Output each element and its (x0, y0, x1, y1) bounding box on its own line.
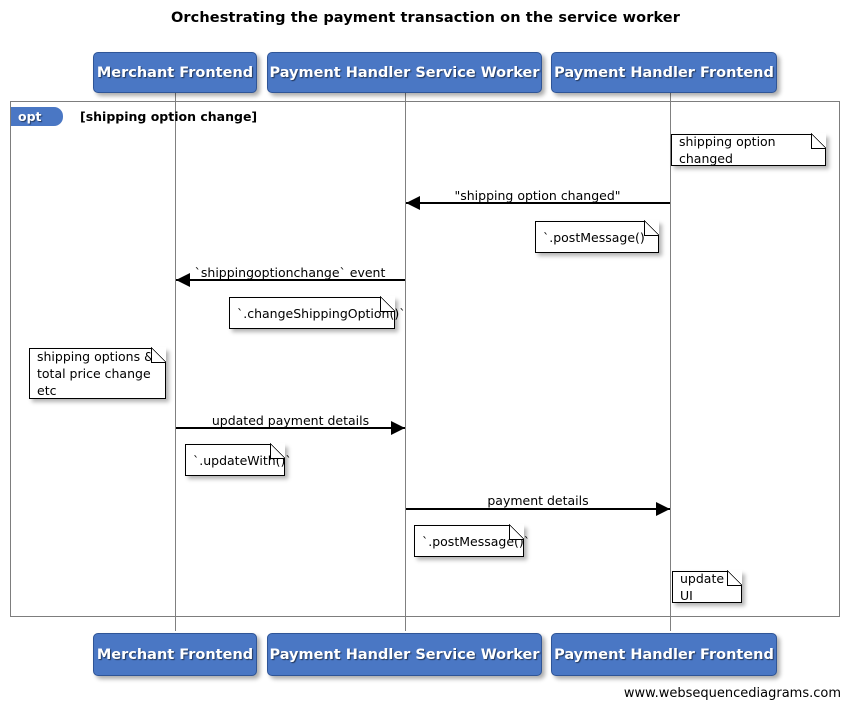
message-text: updated payment details (211, 413, 370, 428)
note-fold-icon (270, 442, 286, 459)
message-line-3 (176, 427, 405, 429)
note-fold-icon (380, 295, 396, 312)
participant-bottom-service-worker[interactable]: Payment Handler Service Worker (267, 633, 542, 676)
message-line-1 (406, 202, 670, 204)
message-label-shipping-option-changed: "shipping option changed" (405, 188, 670, 203)
participant-top-merchant[interactable]: Merchant Frontend (93, 52, 257, 93)
note-text: `.postMessage()` (422, 533, 531, 549)
fragment-opt-tab-label: opt (18, 109, 42, 124)
note-post-message-1: `.postMessage()` (535, 219, 660, 253)
lifeline-merchant (175, 93, 176, 631)
note-text: `.changeShippingOption()` (237, 305, 406, 321)
note-text: update UI (680, 571, 725, 603)
note-shipping-option-changed: shipping option changed (671, 132, 827, 166)
fragment-opt-guard: [shipping option change] (80, 109, 258, 124)
page-title: Orchestrating the payment transaction on… (171, 10, 680, 26)
note-text: shipping option changed (679, 134, 776, 166)
message-line-4 (406, 508, 670, 510)
message-text: payment details (487, 493, 589, 508)
participant-label: Payment Handler Service Worker (269, 646, 540, 663)
note-update-with: `.updateWith()` (185, 442, 292, 476)
message-label-shippingoptionchange-event: `shippingoptionchange` event (175, 265, 405, 280)
note-fold-icon (509, 523, 525, 540)
message-line-2 (176, 279, 405, 281)
lifeline-payment-handler-frontend (670, 93, 671, 631)
lifeline-service-worker (405, 93, 406, 631)
note-fold-icon (151, 346, 167, 363)
note-text: `.postMessage()` (543, 229, 652, 245)
note-update-ui: update UI (672, 569, 743, 603)
arrow-head-left-2 (176, 273, 190, 287)
participant-label: Payment Handler Service Worker (269, 64, 540, 81)
message-text: "shipping option changed" (454, 188, 621, 203)
participant-label: Merchant Frontend (96, 646, 254, 663)
note-shipping-options-total-price: shipping options & total price change et… (29, 346, 167, 399)
fragment-opt-frame (10, 101, 840, 617)
watermark: www.websequencediagrams.com (623, 686, 841, 701)
note-change-shipping-option: `.changeShippingOption()` (229, 295, 406, 329)
participant-bottom-merchant[interactable]: Merchant Frontend (93, 633, 257, 676)
participant-top-payment-handler-frontend[interactable]: Payment Handler Frontend (551, 52, 777, 93)
message-label-payment-details: payment details (406, 493, 670, 508)
participant-top-service-worker[interactable]: Payment Handler Service Worker (267, 52, 542, 93)
arrow-head-right-4 (656, 502, 670, 516)
arrow-head-left-1 (406, 196, 420, 210)
note-text: `.updateWith()` (193, 452, 292, 468)
fragment-opt-tab: opt (11, 107, 63, 126)
note-fold-icon (727, 569, 743, 586)
participant-label: Payment Handler Frontend (554, 646, 774, 663)
participant-label: Merchant Frontend (96, 64, 254, 81)
note-fold-icon (644, 219, 660, 236)
participant-bottom-payment-handler-frontend[interactable]: Payment Handler Frontend (551, 633, 777, 676)
note-text: shipping options & total price change et… (37, 349, 154, 398)
arrow-head-right-3 (391, 421, 405, 435)
participant-label: Payment Handler Frontend (554, 64, 774, 81)
note-fold-icon (811, 132, 827, 149)
message-label-updated-payment-details: updated payment details (176, 413, 405, 428)
note-post-message-2: `.postMessage()` (414, 523, 531, 557)
message-text: `shippingoptionchange` event (194, 265, 386, 280)
